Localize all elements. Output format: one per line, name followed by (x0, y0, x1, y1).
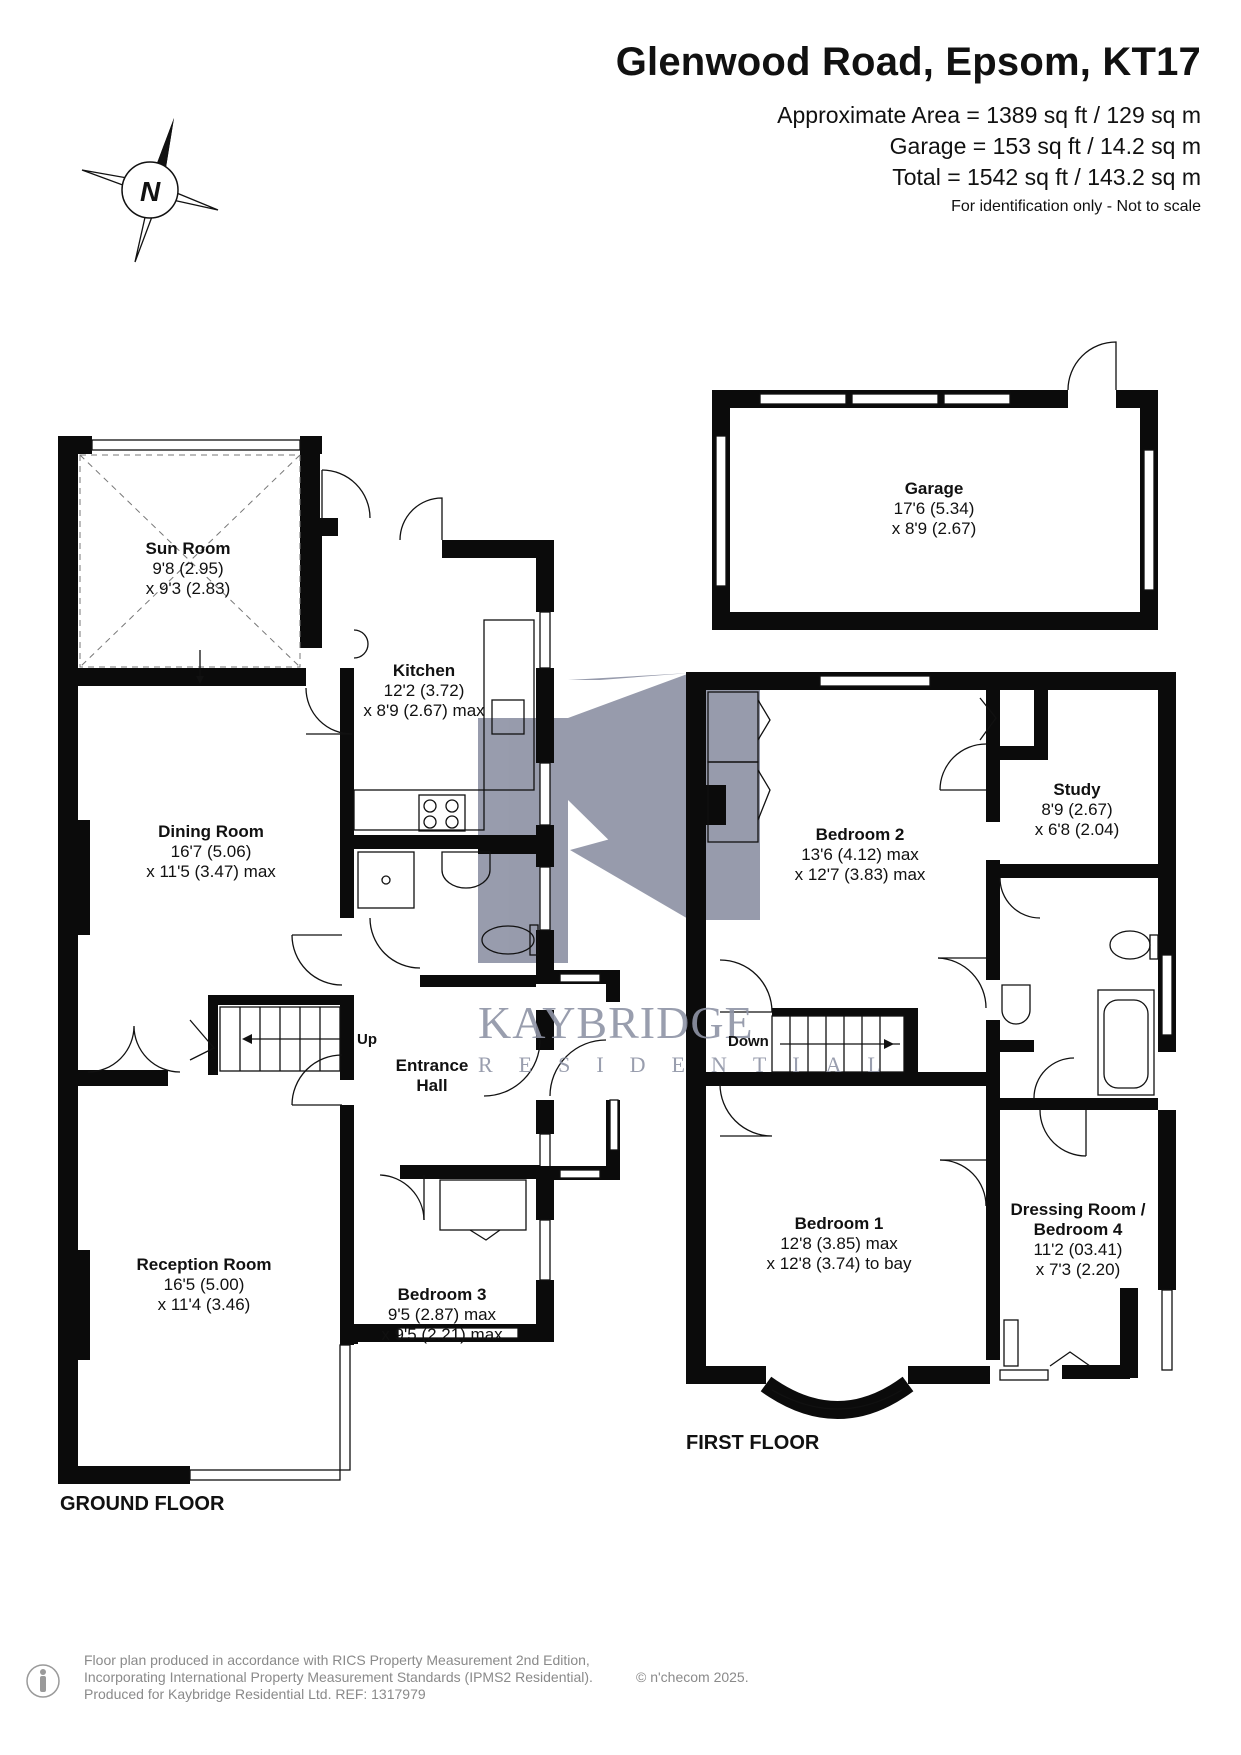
ground-floor-label: GROUND FLOOR (60, 1493, 225, 1515)
room-dimension: 17'6 (5.34) (893, 499, 975, 518)
room-name: Study (1053, 780, 1101, 799)
compass-north-label: N (140, 176, 161, 207)
room-dressing-room: Dressing Room / Bedroom 4 11'2 (03.41) x… (1010, 1200, 1145, 1280)
footer-notes: Floor plan produced in accordance with R… (84, 1652, 593, 1703)
room-dimension: x 8'9 (2.67) max (363, 701, 485, 720)
footer-brand: © n'checom 2025. (636, 1669, 749, 1685)
footer-line: Floor plan produced in accordance with R… (84, 1652, 590, 1668)
room-dimension: x 9'3 (2.83) (145, 579, 231, 598)
garage-plan (712, 341, 1158, 630)
footer-line: Incorporating International Property Mea… (84, 1669, 593, 1685)
room-dimension: x 11'5 (3.47) max (146, 862, 276, 881)
room-dimension: 12'8 (3.85) max (780, 1234, 898, 1253)
room-bedroom-3: Bedroom 3 9'5 (2.87) max x 9'5 (2.21) ma… (381, 1285, 502, 1345)
stairs-down-label: Down (728, 1033, 769, 1050)
room-entrance-hall: Entrance Hall (396, 1056, 469, 1096)
room-name: Bedroom 4 (1033, 1220, 1123, 1239)
watermark-brand: KAYBRIDGE (478, 997, 754, 1048)
first-floor-label: FIRST FLOOR (686, 1432, 820, 1454)
page-title: Glenwood Road, Epsom, KT17 (615, 40, 1201, 84)
footer-line: Produced for Kaybridge Residential Ltd. … (84, 1686, 426, 1702)
room-dining-room: Dining Room 16'7 (5.06) x 11'5 (3.47) ma… (146, 822, 276, 882)
compass-rose-icon (81, 118, 219, 263)
room-dimension: 13'6 (4.12) max (801, 845, 919, 864)
room-name: Sun Room (145, 539, 231, 558)
room-name: Garage (904, 479, 964, 498)
first-floor-plan (686, 672, 1176, 1419)
room-dimension: 9'5 (2.87) max (387, 1305, 497, 1324)
total-area: Total = 1542 sq ft / 143.2 sq m (892, 164, 1201, 190)
room-dimension: x 12'8 (3.74) to bay (766, 1254, 912, 1273)
room-name: Bedroom 2 (815, 825, 905, 844)
scale-note: For identification only - Not to scale (951, 198, 1201, 215)
ground-floor-plan (58, 436, 620, 1484)
room-study: Study 8'9 (2.67) x 6'8 (2.04) (1035, 780, 1120, 840)
room-dimension: x 11'4 (3.46) (157, 1295, 251, 1314)
room-dimension: 8'9 (2.67) (1041, 800, 1113, 819)
approximate-area: Approximate Area = 1389 sq ft / 129 sq m (777, 102, 1201, 128)
room-name: Dining Room (158, 822, 264, 841)
room-dimension: 16'5 (5.00) (163, 1275, 245, 1294)
room-name: Bedroom 3 (397, 1285, 487, 1304)
room-dimension: x 8'9 (2.67) (891, 519, 977, 538)
room-dimension: x 12'7 (3.83) max (794, 865, 926, 884)
garage-area: Garage = 153 sq ft / 14.2 sq m (889, 133, 1201, 159)
room-name: Kitchen (392, 661, 456, 680)
room-dimension: 12'2 (3.72) (383, 681, 465, 700)
room-name: Entrance (395, 1056, 469, 1075)
room-name: Reception Room (136, 1255, 272, 1274)
room-name: Bedroom 1 (794, 1214, 884, 1233)
room-reception-room: Reception Room 16'5 (5.00) x 11'4 (3.46) (136, 1255, 271, 1315)
room-garage: Garage 17'6 (5.34) x 8'9 (2.67) (892, 479, 977, 539)
room-dimension: 16'7 (5.06) (170, 842, 252, 861)
stairs-up-label: Up (357, 1031, 377, 1048)
room-dimension: x 6'8 (2.04) (1034, 820, 1120, 839)
room-dimension: x 9'5 (2.21) max (381, 1325, 503, 1344)
room-sun-room: Sun Room 9'8 (2.95) x 9'3 (2.83) (146, 539, 231, 599)
room-name: Hall (416, 1076, 448, 1095)
room-kitchen: Kitchen 12'2 (3.72) x 8'9 (2.67) max (363, 661, 484, 721)
room-dimension: 9'8 (2.95) (152, 559, 224, 578)
room-dimension: x 7'3 (2.20) (1035, 1260, 1121, 1279)
room-bedroom-2: Bedroom 2 13'6 (4.12) max x 12'7 (3.83) … (795, 825, 926, 885)
person-scale-icon (26, 1664, 60, 1698)
room-dimension: 11'2 (03.41) (1033, 1240, 1123, 1259)
room-bedroom-1: Bedroom 1 12'8 (3.85) max x 12'8 (3.74) … (767, 1214, 912, 1274)
watermark-sub: RESIDENTIAL (478, 1052, 907, 1077)
room-name: Dressing Room / (1010, 1200, 1146, 1219)
